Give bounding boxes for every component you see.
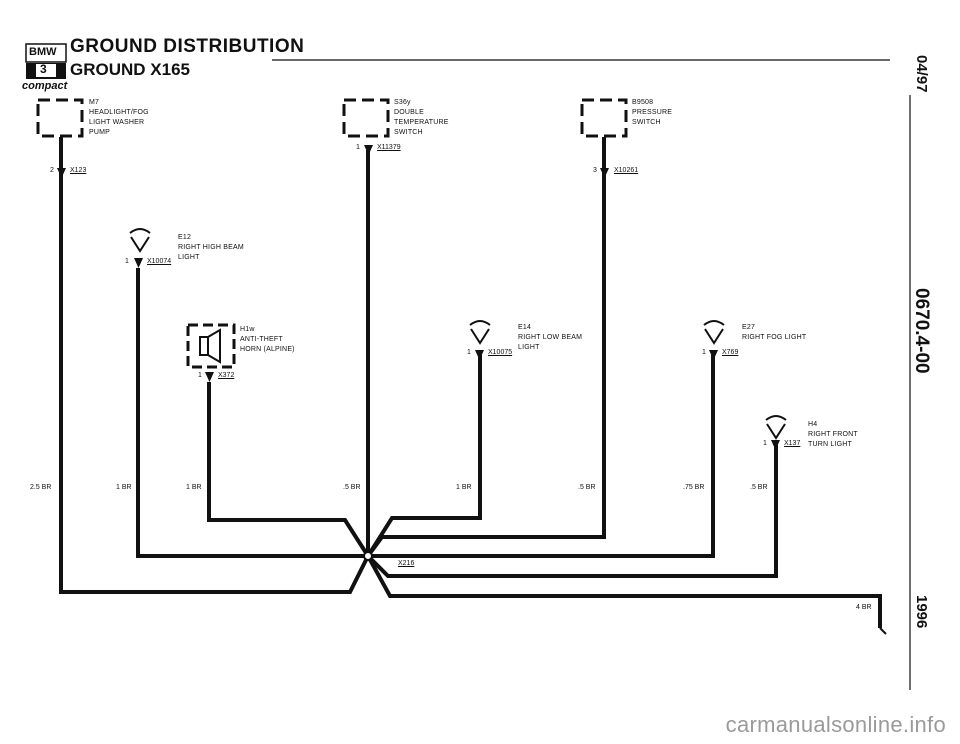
connector-pin: 2 [50,167,54,174]
component-e14: E14 RIGHT LOW BEAM LIGHT [518,324,583,351]
component-e12: E12 RIGHT HIGH BEAM LIGHT [178,234,244,261]
wire-label-ground: 4 BR [856,604,872,611]
splice-label: X216 [398,560,415,567]
connector-x137: X137 [784,440,801,447]
model-year: 1996 [913,595,930,629]
lamp-icon-e27 [703,320,725,345]
lamp-icon-e14 [469,320,491,345]
document-number: 0670.4-00 [911,288,932,374]
component-h1w: H1w ANTI-THEFT HORN (ALPINE) [240,326,295,353]
connector-x769: X769 [722,349,739,356]
component-box-s36y [342,98,390,138]
ground-wires [59,137,882,628]
wire-label-e27: .75 BR [683,484,705,491]
component-m7: M7 HEADLIGHT/FOG LIGHT WASHER PUMP [89,99,149,136]
connector-pin: 1 [467,349,471,356]
lamp-icon-e12 [129,228,151,253]
connector-pin: 1 [125,258,129,265]
wire-label-s36y: .5 BR [343,484,361,491]
wire-label-b9508: .5 BR [578,484,596,491]
connector-pin: 1 [702,349,706,356]
bmw-logo-icon [25,43,67,79]
component-s36y: S36y DOUBLE TEMPERATURE SWITCH [394,99,449,136]
component-box-b9508 [580,98,628,138]
connector-x10074: X10074 [147,258,172,265]
component-e27: E27 RIGHT FOG LIGHT [742,324,807,341]
connector-pin: 1 [763,440,767,447]
ground-terminal-icon [879,627,887,635]
connector-pin: 1 [356,144,360,151]
connector-x10261: X10261 [614,167,639,174]
lamp-icon-h4 [765,415,787,440]
connector-pin: 1 [198,372,202,379]
logo-text: BMW [29,46,57,58]
component-box-m7 [36,98,84,138]
splice-node-icon [363,551,373,561]
watermark: carmanualsonline.info [725,712,946,737]
page-title: GROUND DISTRIBUTION [70,36,305,57]
component-box-h1w [186,323,236,369]
connector-pin: 3 [593,167,597,174]
connector-x372: X372 [218,372,235,379]
horn-icon [199,328,221,364]
component-h4: H4 RIGHT FRONT TURN LIGHT [808,421,858,448]
connector-x10075: X10075 [488,349,513,356]
wire-label-m7: 2.5 BR [30,484,52,491]
wire-label-h4: .5 BR [750,484,768,491]
revision-date: 04/97 [913,55,930,93]
brand-variant: compact [22,80,68,92]
connector-chevrons [57,145,780,450]
wire-label-e14: 1 BR [456,484,472,491]
logo-series: 3 [40,62,47,76]
connector-x123: X123 [70,167,87,174]
wire-label-h1w: 1 BR [186,484,202,491]
component-b9508: B9508 PRESSURE SWITCH [632,99,673,126]
wire-label-e12: 1 BR [116,484,132,491]
page-subtitle: GROUND X165 [70,60,190,79]
connector-x11379: X11379 [377,144,401,151]
